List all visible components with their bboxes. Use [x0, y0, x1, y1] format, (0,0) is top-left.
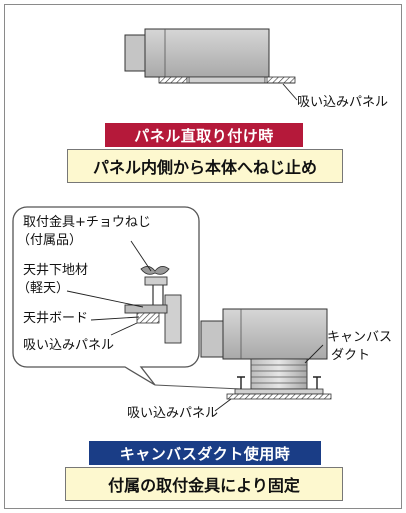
- bottom-panel-illustration: [214, 376, 332, 412]
- top-unit-illustration: [124, 28, 270, 84]
- label-ceiling-board: 天井ボード: [23, 311, 89, 326]
- label-detail-panel: 吸い込みパネル: [23, 338, 115, 353]
- top-section-caption: パネル内側から本体へねじ止め: [67, 149, 343, 183]
- leader-lines: [66, 240, 152, 336]
- bottom-section-title: キャンバスダクト使用時: [89, 441, 321, 465]
- label-duct: ダクト: [331, 348, 371, 363]
- top-section-title: パネル直取り付け時: [105, 123, 303, 147]
- label-light-steel: （軽天）: [17, 281, 70, 296]
- label-canvas: キャンバス: [327, 330, 393, 345]
- bottom-section-caption: 付属の取付金具により固定: [65, 467, 343, 501]
- installation-diagram: [12, 28, 332, 412]
- top-panel-callout: 吸い込みパネル: [297, 95, 389, 110]
- canvas-duct-illustration: [250, 344, 324, 390]
- label-fitting-accessory: （付属品）: [17, 233, 83, 248]
- detail-hardware: [124, 266, 182, 344]
- bottom-unit-illustration: [200, 308, 328, 360]
- bottom-panel-callout: 吸い込みパネル: [127, 406, 219, 421]
- diagram-frame: 吸い込みパネル パネル直取り付け時 パネル内側から本体へねじ止め 取付金具+チョ…: [4, 4, 402, 509]
- label-ceiling-base: 天井下地材: [23, 263, 89, 278]
- detail-bubble: [12, 206, 242, 390]
- top-panel-illustration: [158, 76, 298, 101]
- label-fitting-screw: 取付金具+チョウねじ: [23, 215, 151, 230]
